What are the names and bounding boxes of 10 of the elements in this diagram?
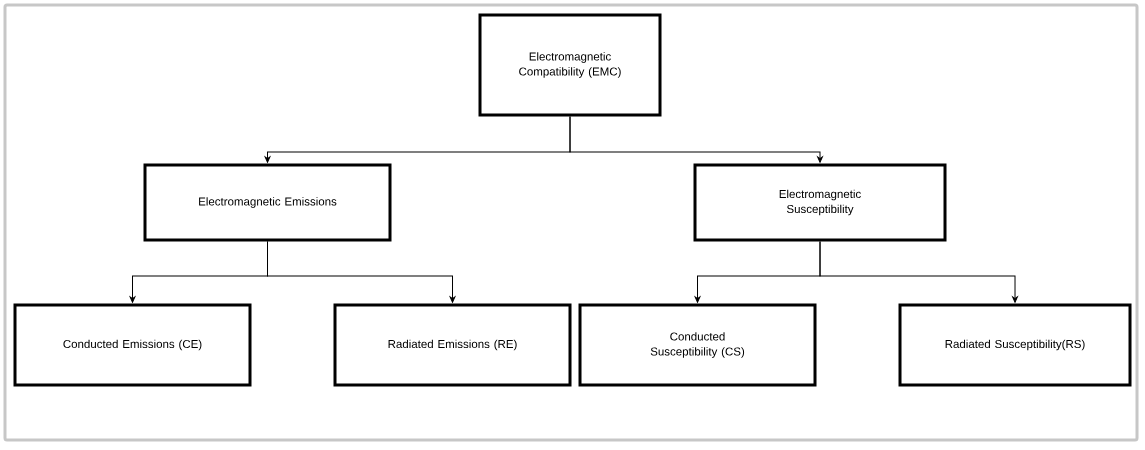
arrow bbox=[569, 116, 823, 163]
process-box: Conducted Emissions (CE) bbox=[13, 303, 252, 387]
arrow bbox=[267, 241, 456, 303]
process-box: Electromagnetic Emissions bbox=[143, 163, 392, 242]
arrow bbox=[819, 241, 1018, 303]
process-box: Electromagnetic Susceptibility bbox=[693, 163, 947, 242]
process-box: Radiated Emissions (RE) bbox=[333, 303, 572, 387]
process-box: Radiated Susceptibility(RS) bbox=[898, 303, 1132, 387]
process-box: Electromagnetic Compatibility (EMC) bbox=[478, 13, 662, 117]
process-box: Conducted Susceptibility (CS) bbox=[578, 303, 817, 387]
